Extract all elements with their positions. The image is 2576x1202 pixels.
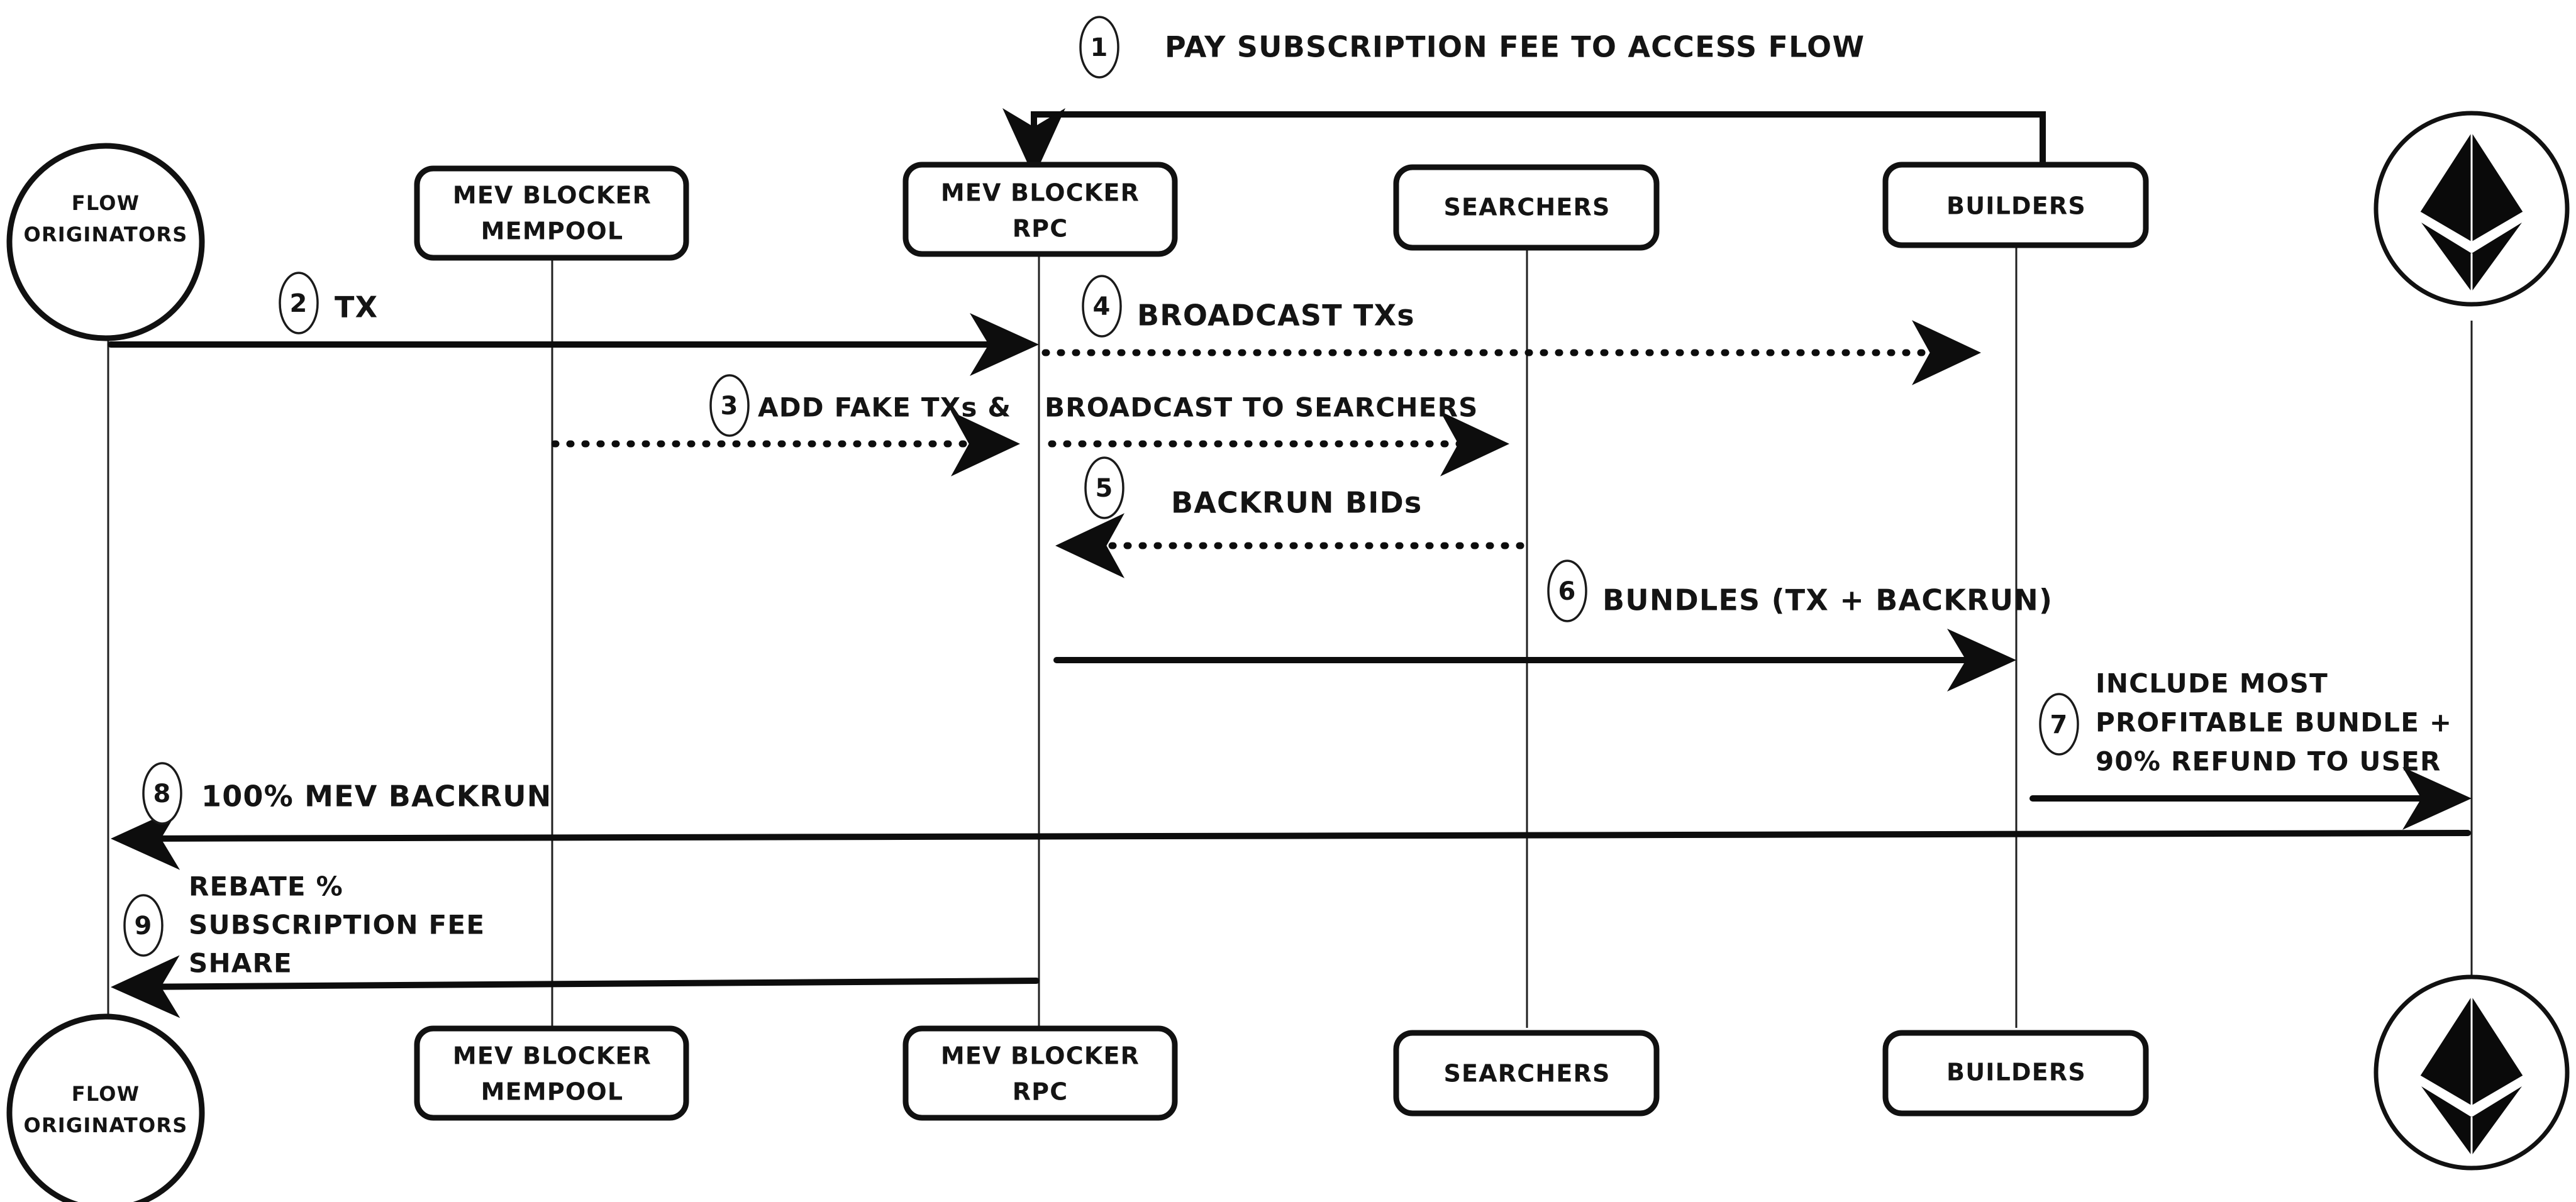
participant-label-line1: SEARCHERS xyxy=(1443,194,1610,221)
participant-label-line2: RPC xyxy=(1013,1078,1069,1106)
participant-mev-blocker-mempool-top[interactable]: MEV BLOCKER MEMPOOL xyxy=(414,165,689,261)
step-badge-3: 3 xyxy=(709,374,750,437)
participant-flow-originators-top[interactable]: FLOW ORIGINATORS xyxy=(6,143,205,341)
message-9-label-line2: SUBSCRIPTION FEE xyxy=(189,910,485,940)
step-badge-1: 1 xyxy=(1079,16,1119,79)
participant-label-line2: ORIGINATORS xyxy=(24,223,188,246)
participant-builders-bottom[interactable]: BUILDERS xyxy=(1882,1030,2149,1117)
participant-mev-blocker-rpc-bottom[interactable]: MEV BLOCKER RPC xyxy=(902,1025,1178,1121)
step-number: 9 xyxy=(134,912,152,940)
message-3-label-part-a: ADD FAKE TXs & xyxy=(758,392,1011,423)
participant-ethereum-bottom[interactable] xyxy=(2373,974,2570,1171)
participant-label-line2: MEMPOOL xyxy=(481,1078,624,1106)
ethereum-logo-icon xyxy=(2419,133,2524,292)
step-badge-5: 5 xyxy=(1084,456,1124,519)
participant-label-line1: MEV BLOCKER xyxy=(453,1042,652,1070)
participant-label-line2: MEMPOOL xyxy=(481,218,624,245)
participant-label-line1: MEV BLOCKER xyxy=(453,182,652,209)
participant-searchers-top[interactable]: SEARCHERS xyxy=(1393,164,1660,251)
message-7-label-line3: 90% REFUND TO USER xyxy=(2096,746,2441,777)
step-number: 8 xyxy=(153,780,171,808)
message-9-arrow xyxy=(111,955,1040,1018)
message-5-label: BACKRUN BIDs xyxy=(1171,486,1423,520)
participant-searchers-bottom[interactable]: SEARCHERS xyxy=(1393,1030,1660,1117)
step-number: 7 xyxy=(2050,710,2068,739)
participant-label-line1: BUILDERS xyxy=(1946,192,2086,220)
message-4-label: BROADCAST TXs xyxy=(1137,299,1415,333)
step-badge-6: 6 xyxy=(1547,560,1587,622)
message-9-label-line3: SHARE xyxy=(189,948,292,979)
step-badge-7: 7 xyxy=(2039,693,2079,756)
message-9-label-line1: REBATE % xyxy=(189,871,343,902)
participant-ethereum-top[interactable] xyxy=(2373,111,2570,307)
step-badge-8: 8 xyxy=(142,762,182,825)
message-8-arrow xyxy=(111,807,2471,870)
message-1-label: PAY SUBSCRIPTION FEE TO ACCESS FLOW xyxy=(1165,30,1865,64)
step-number: 5 xyxy=(1095,474,1113,503)
message-7-label-line1: INCLUDE MOST xyxy=(2096,668,2328,699)
participant-builders-top[interactable]: BUILDERS xyxy=(1882,162,2149,248)
step-number: 4 xyxy=(1092,292,1111,321)
ethereum-logo-icon xyxy=(2419,996,2524,1155)
step-number: 1 xyxy=(1090,33,1108,62)
participant-mev-blocker-rpc-top[interactable]: MEV BLOCKER RPC xyxy=(902,162,1178,257)
participant-flow-originators-bottom[interactable]: FLOW ORIGINATORS xyxy=(6,1013,205,1202)
step-number: 3 xyxy=(720,392,738,421)
step-badge-9: 9 xyxy=(123,894,164,957)
message-7-label-line2: PROFITABLE BUNDLE + xyxy=(2096,707,2452,738)
step-badge-2: 2 xyxy=(279,272,319,334)
participant-label-line2: RPC xyxy=(1013,215,1069,243)
participant-label-line1: FLOW xyxy=(72,191,140,215)
message-2-label: TX xyxy=(335,290,378,324)
participant-label-line1: SEARCHERS xyxy=(1443,1060,1610,1088)
participant-label-line2: ORIGINATORS xyxy=(24,1113,188,1137)
step-number: 6 xyxy=(1558,577,1576,606)
participant-label-line1: MEV BLOCKER xyxy=(941,1042,1140,1070)
participant-mev-blocker-mempool-bottom[interactable]: MEV BLOCKER MEMPOOL xyxy=(414,1025,689,1121)
participant-label-line1: BUILDERS xyxy=(1946,1059,2086,1086)
message-8-label: 100% MEV BACKRUN xyxy=(201,780,552,813)
participant-label-line1: MEV BLOCKER xyxy=(941,179,1140,207)
step-number: 2 xyxy=(289,289,308,318)
participant-label-line1: FLOW xyxy=(72,1082,140,1106)
message-3-label-part-b: BROADCAST TO SEARCHERS xyxy=(1045,392,1479,423)
step-badge-4: 4 xyxy=(1082,275,1122,338)
lifelines xyxy=(107,245,2473,1028)
message-6-label: BUNDLES (TX + BACKRUN) xyxy=(1602,583,2053,617)
